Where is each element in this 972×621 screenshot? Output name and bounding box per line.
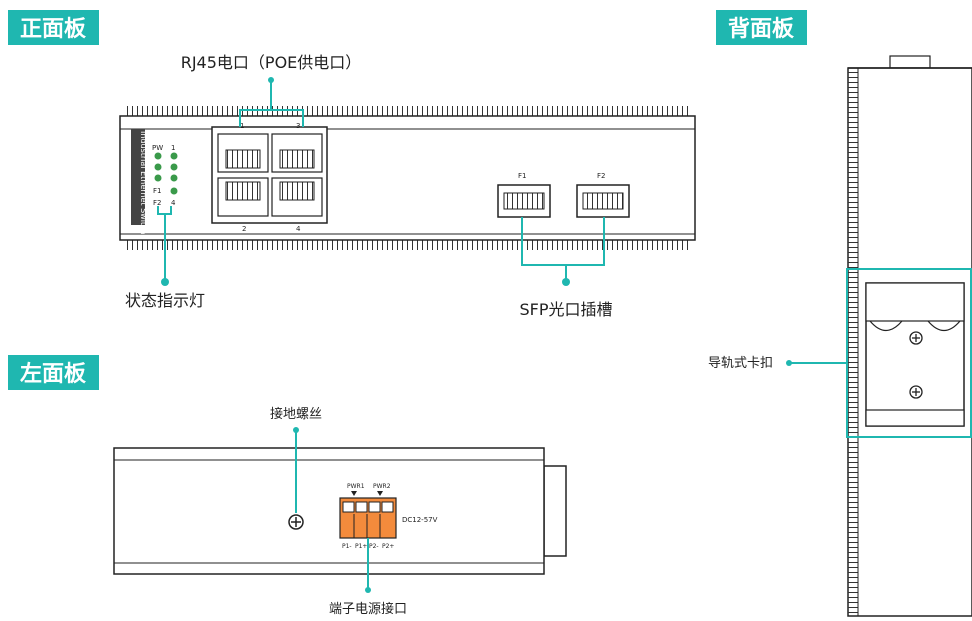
svg-text:2: 2 — [242, 225, 246, 233]
rj45-port-3 — [271, 133, 323, 173]
sfp-callout: SFP光口插槽 — [519, 217, 613, 319]
rj45-port-2 — [217, 177, 269, 217]
sfp-port-f2 — [576, 184, 630, 218]
status-leds: PW 1 F1 F2 4 — [152, 144, 178, 207]
svg-text:3: 3 — [296, 122, 300, 130]
svg-text:F2: F2 — [153, 199, 161, 207]
power-callout: 端子电源接口 — [329, 538, 407, 617]
power-terminal: PWR1 PWR2 P1- P1+ P2- P2+ DC12-57V — [339, 483, 438, 550]
sfp-port-f1 — [497, 184, 551, 218]
led-f1 — [154, 174, 162, 182]
svg-text:P1-: P1- — [342, 543, 352, 550]
led-pw — [154, 152, 162, 160]
svg-text:导轨式卡扣: 导轨式卡扣 — [708, 356, 773, 371]
svg-text:SFP光口插槽: SFP光口插槽 — [519, 300, 612, 319]
svg-text:背面板: 背面板 — [728, 17, 795, 42]
svg-text:正面板: 正面板 — [20, 17, 87, 42]
svg-text:RJ45电口（POE供电口）: RJ45电口（POE供电口） — [181, 53, 362, 72]
rail-callout: 导轨式卡扣 — [708, 268, 972, 438]
led-3 — [170, 163, 178, 171]
led-2 — [154, 163, 162, 171]
svg-text:P2+: P2+ — [382, 543, 394, 550]
led-4 — [170, 174, 178, 182]
svg-text:接地螺丝: 接地螺丝 — [270, 406, 322, 422]
side-label: Industrial Ethernet Switch — [139, 131, 148, 235]
svg-text:P1+: P1+ — [355, 543, 367, 550]
svg-text:1: 1 — [171, 144, 175, 152]
svg-text:端子电源接口: 端子电源接口 — [329, 601, 407, 617]
led-1 — [170, 152, 178, 160]
svg-text:F2: F2 — [597, 172, 605, 180]
rj45-port-block: 1 3 2 4 — [211, 122, 328, 233]
section-left-title: 左面板 — [8, 355, 99, 390]
svg-text:PW: PW — [152, 144, 163, 152]
ground-screw-icon — [288, 514, 304, 530]
svg-text:DC12-57V: DC12-57V — [402, 516, 438, 524]
front-panel-device: Industrial Ethernet Switch — [119, 106, 696, 250]
svg-text:P2-: P2- — [369, 543, 379, 550]
left-panel-device — [113, 447, 567, 575]
svg-text:4: 4 — [171, 199, 176, 207]
ground-callout: 接地螺丝 — [270, 406, 322, 513]
rj45-port-1 — [217, 133, 269, 173]
svg-text:状态指示灯: 状态指示灯 — [125, 291, 205, 310]
svg-text:F1: F1 — [518, 172, 526, 180]
rj45-callout: RJ45电口（POE供电口） — [181, 53, 362, 127]
rail-screw-icon — [909, 331, 923, 399]
back-panel-device — [847, 55, 972, 617]
svg-text:1: 1 — [240, 122, 244, 130]
rj45-port-4 — [271, 177, 323, 217]
svg-text:左面板: 左面板 — [20, 361, 87, 387]
led-f2 — [170, 187, 178, 195]
section-front-title: 正面板 — [8, 10, 99, 45]
section-back-title: 背面板 — [716, 10, 807, 45]
svg-text:F1: F1 — [153, 187, 161, 195]
led-callout: 状态指示灯 — [125, 206, 205, 310]
svg-text:4: 4 — [296, 225, 301, 233]
svg-text:PWR2: PWR2 — [373, 483, 391, 490]
svg-text:PWR1: PWR1 — [347, 483, 365, 490]
